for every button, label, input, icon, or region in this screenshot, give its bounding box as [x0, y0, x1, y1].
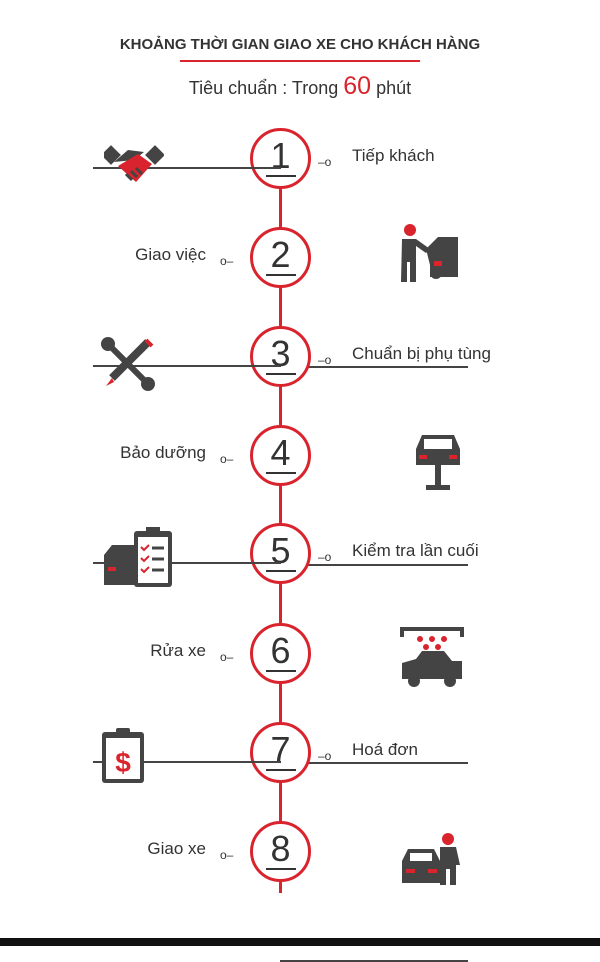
divider-line	[280, 366, 468, 368]
step-label: Giao xe	[147, 839, 206, 858]
tools-icon	[101, 337, 155, 391]
step-label: Hoá đơn	[352, 740, 418, 759]
connector-icon: o–	[220, 848, 234, 862]
step-number-circle: 3	[250, 326, 311, 387]
step-number-circle: 8	[250, 821, 311, 882]
divider-line	[93, 761, 281, 763]
connector-icon: –o	[318, 353, 332, 367]
step-label: Chuẩn bị phụ tùng	[352, 344, 491, 363]
step-label: Bảo dưỡng	[120, 443, 206, 462]
step-label: Kiểm tra lần cuối	[352, 541, 479, 560]
subtitle-suffix: phút	[376, 78, 412, 98]
subtitle-prefix: Tiêu chuẩn : Trong	[188, 78, 339, 98]
connector-icon: o–	[220, 650, 234, 664]
divider-line	[280, 564, 468, 566]
page-title: KHOẢNG THỜI GIAN GIAO XE CHO KHÁCH HÀNG	[119, 36, 481, 53]
step-number: 7	[265, 731, 296, 771]
subtitle-number: 60	[343, 72, 372, 100]
step-3: 3 –o Chuẩn bị phụ tùng	[0, 326, 600, 425]
step-number: 2	[265, 236, 296, 276]
car-delivery-icon	[402, 833, 460, 885]
step-number: 1	[265, 137, 296, 177]
invoice-icon: $	[102, 728, 144, 783]
divider-line	[93, 365, 281, 367]
divider-line	[93, 167, 281, 169]
step-4: 4 o– Bảo dưỡng	[0, 425, 600, 566]
car-wash-icon	[400, 627, 464, 687]
step-2: 2 o– Giao việc	[0, 224, 600, 368]
handshake-icon	[104, 145, 164, 182]
divider-line	[93, 562, 281, 564]
step-8: 8 o– Giao xe	[0, 821, 600, 962]
step-number: 4	[265, 434, 296, 474]
step-7: 7 –o Hoá đơn $	[0, 722, 600, 821]
step-number-circle: 7	[250, 722, 311, 783]
step-number: 3	[265, 335, 296, 375]
title-underline	[180, 60, 420, 62]
step-1: 1 –o Tiếp khách	[0, 128, 600, 227]
step-number-circle: 6	[250, 623, 311, 684]
step-number: 8	[265, 830, 296, 870]
connector-icon: –o	[318, 550, 332, 564]
connector-icon: o–	[220, 452, 234, 466]
subtitle: Tiêu chuẩn : Trong 60 phút	[0, 72, 600, 101]
car-lift-icon	[416, 435, 460, 490]
connector-icon: o–	[220, 254, 234, 268]
bottom-bar	[0, 938, 600, 946]
step-number-circle: 4	[250, 425, 311, 486]
step-number-circle: 5	[250, 523, 311, 584]
svg-text:$: $	[115, 747, 131, 778]
mechanic-car-icon	[401, 224, 458, 282]
step-number-circle: 2	[250, 227, 311, 288]
step-label: Giao việc	[135, 245, 206, 264]
step-label: Rửa xe	[150, 641, 206, 660]
connector-icon: –o	[318, 749, 332, 763]
step-6: 6 o– Rửa xe	[0, 623, 600, 764]
step-5: 5 –o Kiểm tra lần cuối	[0, 523, 600, 622]
step-number-circle: 1	[250, 128, 311, 189]
divider-line	[280, 762, 468, 764]
car-checklist-icon	[104, 527, 172, 587]
step-number: 6	[265, 632, 296, 672]
step-number: 5	[265, 532, 296, 572]
step-label: Tiếp khách	[352, 146, 435, 165]
connector-icon: –o	[318, 155, 332, 169]
